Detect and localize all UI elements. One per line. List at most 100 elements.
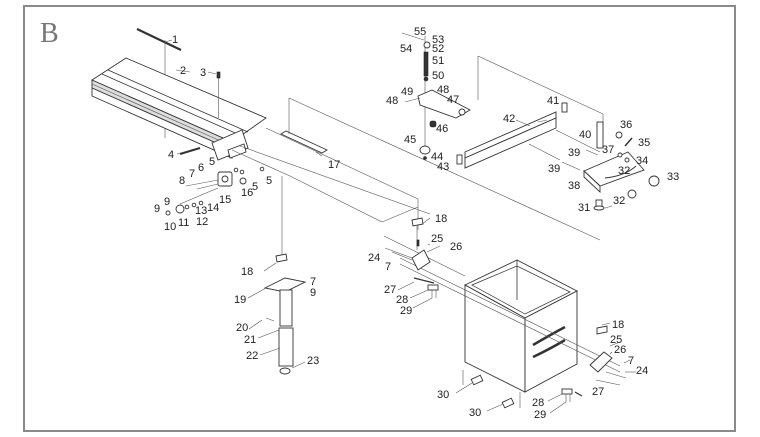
part-51-rod xyxy=(423,51,429,77)
part-label-18: 18 xyxy=(435,213,447,225)
part-label-5: 5 xyxy=(209,156,215,168)
part-label-53: 53 xyxy=(432,34,444,46)
part-label-25: 25 xyxy=(431,233,443,245)
part-label-18: 18 xyxy=(612,319,624,331)
part-label-11: 11 xyxy=(178,217,189,229)
part-label-28: 28 xyxy=(532,397,544,409)
part-label-36: 36 xyxy=(620,119,632,131)
part-label-41: 41 xyxy=(547,95,559,107)
part-label-21: 21 xyxy=(244,334,256,346)
part-label-25: 25 xyxy=(610,334,622,346)
part-label-1: 1 xyxy=(172,34,178,46)
part-label-17: 17 xyxy=(328,159,340,171)
part-16-washer xyxy=(239,177,247,185)
part-label-45: 45 xyxy=(404,134,416,146)
part-label-32: 32 xyxy=(618,165,630,177)
part-40-post xyxy=(596,121,604,149)
cabinet-handle xyxy=(532,325,566,347)
part-label-6: 6 xyxy=(198,162,204,174)
part-label-33: 33 xyxy=(667,171,679,183)
part-label-5: 5 xyxy=(252,181,258,193)
part-label-43: 43 xyxy=(437,161,449,173)
part-label-30: 30 xyxy=(437,389,449,401)
part-label-29: 29 xyxy=(400,305,412,317)
part-label-7: 7 xyxy=(310,276,316,288)
part-23-foot xyxy=(279,367,291,375)
fence-bar xyxy=(464,102,601,169)
leg-assembly xyxy=(263,253,307,375)
part-label-49: 49 xyxy=(401,86,413,98)
part-label-12: 12 xyxy=(196,216,208,228)
part-label-7: 7 xyxy=(189,168,195,180)
part-26-bracket-right xyxy=(589,351,613,373)
part-label-40: 40 xyxy=(579,129,591,141)
part-label-24: 24 xyxy=(636,365,648,377)
part-label-52: 52 xyxy=(432,43,444,55)
part-label-26: 26 xyxy=(450,241,462,253)
cabinet-hardware xyxy=(384,217,627,409)
part-label-38: 38 xyxy=(568,180,580,192)
part-label-20: 20 xyxy=(236,322,248,334)
part-45-washer xyxy=(419,145,431,155)
part-label-34: 34 xyxy=(636,155,648,167)
bracket-hardware xyxy=(165,166,265,216)
part-label-18: 18 xyxy=(241,266,253,278)
part-label-14: 14 xyxy=(207,202,219,214)
part-label-23: 23 xyxy=(307,355,319,367)
cabinet-handle xyxy=(532,338,566,359)
part-label-46: 46 xyxy=(436,123,448,135)
part-label-27: 27 xyxy=(592,386,604,398)
part-label-13: 13 xyxy=(195,205,207,217)
part-label-39: 39 xyxy=(548,163,560,175)
part-label-30: 30 xyxy=(469,407,481,419)
part-label-26: 26 xyxy=(614,344,626,356)
part-label-48: 48 xyxy=(437,84,449,96)
part-label-8: 8 xyxy=(179,175,185,187)
part-label-9: 9 xyxy=(164,196,170,208)
part-11-knob xyxy=(175,204,185,214)
part-label-51: 51 xyxy=(432,55,444,67)
part-label-50: 50 xyxy=(432,70,444,82)
part-label-22: 22 xyxy=(246,350,258,362)
part-labels: 1 2 3 4 5 5 5 6 7 8 9 9 10 11 12 13 14 1… xyxy=(154,26,679,421)
part-label-16: 16 xyxy=(241,187,253,199)
extension-table xyxy=(91,28,431,215)
part-label-29: 29 xyxy=(534,409,546,421)
part-label-55: 55 xyxy=(414,26,426,38)
part-33-knob xyxy=(648,175,660,187)
fence-holder xyxy=(401,32,471,165)
part-label-9: 9 xyxy=(154,203,160,215)
part-label-39: 39 xyxy=(568,147,580,159)
part-label-44: 44 xyxy=(431,151,443,163)
part-label-37: 37 xyxy=(602,144,614,156)
part-label-27: 27 xyxy=(384,284,396,296)
miter-gauge xyxy=(561,121,660,211)
part-label-5: 5 xyxy=(266,175,272,187)
part-label-42: 42 xyxy=(503,113,515,125)
section-letter: B xyxy=(40,18,59,49)
part-30-caster-lower xyxy=(501,397,515,409)
part-label-48: 48 xyxy=(386,95,398,107)
part-label-19: 19 xyxy=(234,294,246,306)
part-label-54: 54 xyxy=(400,43,412,55)
part-label-4: 4 xyxy=(168,149,174,161)
part-label-47: 47 xyxy=(447,94,459,106)
stand-cabinet xyxy=(383,235,621,393)
part-label-10: 10 xyxy=(164,221,176,233)
part-label-32: 32 xyxy=(613,195,625,207)
part-label-28: 28 xyxy=(396,294,408,306)
part-19-plate xyxy=(263,277,307,293)
part-41-cap xyxy=(561,102,568,113)
part-4-pin xyxy=(179,147,201,155)
leader-lines xyxy=(164,39,636,414)
part-22-leg xyxy=(278,327,294,367)
part-17-plate xyxy=(280,130,328,154)
part-label-31: 31 xyxy=(578,202,590,214)
part-26-bracket-left xyxy=(411,249,431,271)
part-36-knob xyxy=(615,131,623,139)
part-30-caster-upper xyxy=(470,374,484,386)
part-label-15: 15 xyxy=(219,194,231,206)
part-label-2: 2 xyxy=(180,65,186,77)
part-1-strip xyxy=(136,28,182,51)
